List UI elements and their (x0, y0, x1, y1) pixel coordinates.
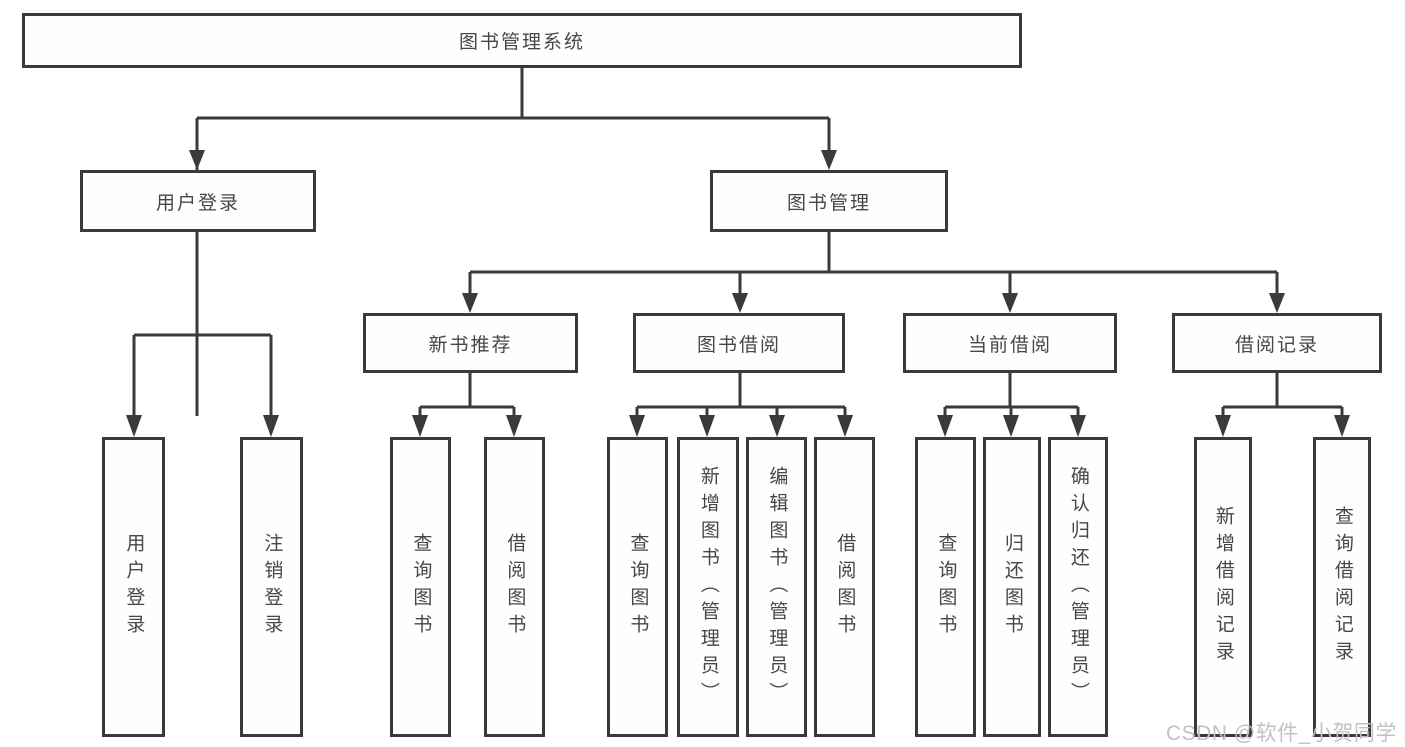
node-library-system: 图书管理系统 (22, 13, 1022, 68)
connector-lines (132, 66, 1344, 416)
arrowhead (732, 293, 748, 313)
arrowhead (263, 415, 279, 437)
leaf-logout: 注销登录 (240, 437, 303, 737)
arrowhead (462, 293, 478, 313)
arrowhead (1002, 293, 1018, 313)
connector-new-book (418, 373, 516, 416)
leaf-query-books-1: 查询图书 (390, 437, 451, 737)
leaf-borrow-books-2-label: 借阅图书 (834, 533, 856, 641)
arrowhead (937, 415, 953, 437)
leaf-add-borrow-record-label: 新增借阅记录 (1212, 506, 1234, 668)
leaf-edit-book-admin: 编辑图书（管理员） (746, 437, 807, 737)
arrowhead (1215, 415, 1231, 437)
connector-book-mgmt (468, 232, 1279, 294)
node-new-book-recommendation: 新书推荐 (363, 313, 578, 373)
node-current-borrowing-label: 当前借阅 (967, 334, 1052, 356)
arrowhead (506, 415, 522, 437)
connector-current-borrow (943, 373, 1080, 416)
leaf-return-books: 归还图书 (983, 437, 1041, 737)
arrowhead (699, 415, 715, 437)
node-book-management-label: 图书管理 (786, 192, 871, 214)
leaf-add-book-admin-label: 新增图书（管理员） (697, 465, 719, 709)
arrowhead (1269, 293, 1285, 313)
node-borrowing-records-label: 借阅记录 (1234, 334, 1319, 356)
leaf-edit-book-admin-label: 编辑图书（管理员） (766, 465, 788, 709)
arrowhead (189, 150, 205, 170)
arrowhead (126, 415, 142, 437)
connector-borrow-records (1221, 373, 1344, 416)
node-borrowing-records: 借阅记录 (1172, 313, 1382, 373)
connector-user-login (132, 232, 273, 416)
arrowhead (821, 150, 837, 170)
arrowhead (412, 415, 428, 437)
node-library-system-label: 图书管理系统 (458, 32, 585, 53)
leaf-add-book-admin: 新增图书（管理员） (677, 437, 739, 737)
leaf-query-borrow-record-label: 查询借阅记录 (1331, 506, 1353, 668)
leaf-logout-label: 注销登录 (261, 533, 283, 641)
leaf-user-login-label: 用户登录 (123, 533, 145, 641)
leaf-query-books-2: 查询图书 (607, 437, 668, 737)
node-current-borrowing: 当前借阅 (903, 313, 1117, 373)
node-new-book-recommendation-label: 新书推荐 (428, 334, 513, 356)
arrowheads (126, 150, 1350, 437)
leaf-borrow-books-2: 借阅图书 (814, 437, 875, 737)
arrowhead (1003, 415, 1019, 437)
arrowhead (1334, 415, 1350, 437)
connector-root (195, 66, 831, 416)
leaf-add-borrow-record: 新增借阅记录 (1194, 437, 1252, 737)
leaf-borrow-books-1-label: 借阅图书 (504, 533, 526, 641)
leaf-return-books-label: 归还图书 (1001, 533, 1023, 641)
node-user-login-label: 用户登录 (155, 192, 240, 214)
node-user-login: 用户登录 (80, 170, 316, 232)
leaf-query-books-3: 查询图书 (915, 437, 976, 737)
leaf-query-books-2-label: 查询图书 (627, 533, 649, 641)
connector-book-borrow (635, 373, 847, 416)
leaf-user-login: 用户登录 (102, 437, 165, 737)
leaf-query-books-1-label: 查询图书 (410, 533, 432, 641)
arrowhead (1070, 415, 1086, 437)
leaf-query-borrow-record: 查询借阅记录 (1313, 437, 1371, 737)
watermark: CSDN @软件_小贺同学 (1166, 722, 1397, 745)
leaf-confirm-return-admin-label: 确认归还（管理员） (1067, 465, 1089, 709)
leaf-borrow-books-1: 借阅图书 (484, 437, 545, 737)
arrowhead (837, 415, 853, 437)
arrowhead (769, 415, 785, 437)
leaf-confirm-return-admin: 确认归还（管理员） (1048, 437, 1108, 737)
arrowhead (629, 415, 645, 437)
node-book-borrowing-label: 图书借阅 (696, 334, 781, 356)
node-book-borrowing: 图书借阅 (633, 313, 845, 373)
node-book-management: 图书管理 (710, 170, 948, 232)
leaf-query-books-3-label: 查询图书 (935, 533, 957, 641)
